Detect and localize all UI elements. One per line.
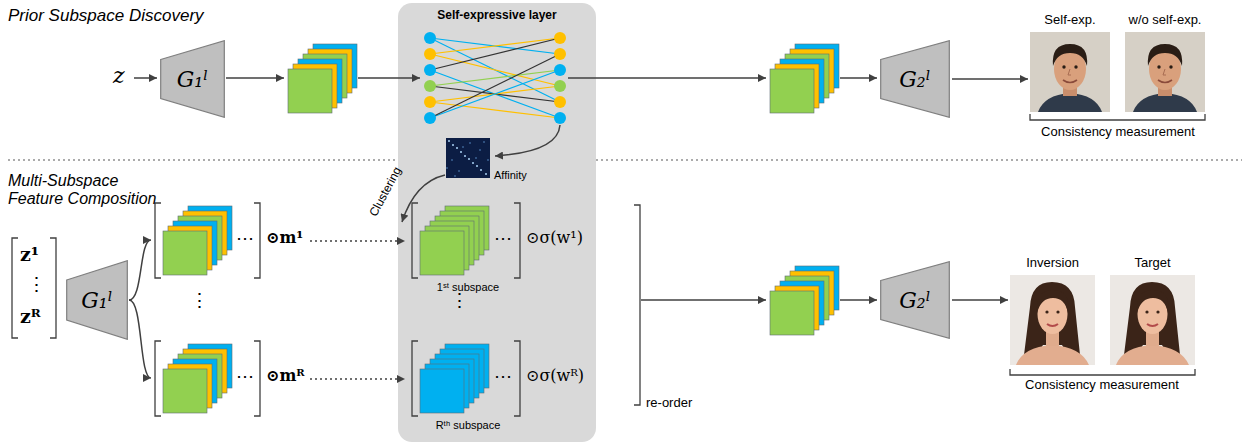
trapezoid-shape [881,262,950,339]
latent-symbol: z¹ [20,244,39,266]
feature-stack [163,206,232,275]
band-fill [398,3,596,442]
subspace-label: Rᵗʰ subspace [436,419,501,432]
generator-block: G₂ˡ [880,261,950,339]
image-caption: w/o self-exp. [1129,12,1202,27]
face-photo [1125,32,1205,112]
trapezoid-shape [881,41,950,118]
ellipsis: ⋯ [494,366,512,387]
subspace-stack [420,344,489,413]
network-neurons [424,32,566,124]
generator-name: G₁ˡ [81,288,113,313]
section-separator [8,159,1242,160]
ellipsis: ⋮ [450,290,469,312]
ellipsis: ⋯ [494,228,512,249]
affinity-matrix: Affinity [446,138,490,178]
flow-connector [952,299,1008,301]
generator-name: G₂ˡ [899,67,931,92]
trapezoid-shape [161,41,225,118]
affinity-dots [446,141,489,177]
face-image: Self-exp. [1030,32,1110,112]
generator-block: G₁ˡ [160,40,225,118]
face-photo [1010,275,1095,365]
face-image: Target [1110,275,1195,365]
generator-block: G₁ˡ [66,260,128,340]
network-links [430,38,560,118]
mask-symbol: ⊙m¹ [266,229,303,247]
metric-label: Consistency measurement [1025,378,1179,393]
face-image: w/o self-exp. [1125,32,1205,112]
flow-connector [952,78,1028,80]
flow-arrows [129,78,877,379]
generator-name: G₂ˡ [899,288,931,313]
section-title: Multi-Subspace Feature Composition [8,172,173,209]
latent-symbol: z [113,63,125,88]
matrix-caption: Affinity [494,169,527,181]
feature-stack [288,44,357,113]
face-photo [1110,275,1195,365]
affinity-dots [448,140,487,175]
affinity-fill [446,138,490,178]
feature-stack [770,266,839,335]
operation-label: re-order [646,396,692,411]
trapezoid-shape [67,261,128,340]
image-caption: Inversion [1026,255,1079,270]
ellipsis: ⋯ [236,228,254,249]
brackets [12,114,1205,416]
face-photo [1030,32,1110,112]
section-title: Prior Subspace Discovery [8,6,204,26]
generator-block: G₂ˡ [880,40,950,118]
feature-stack [163,344,232,413]
weight-symbol: ⊙σ(wᴿ) [526,367,584,385]
image-caption: Target [1134,255,1170,270]
feature-stack [770,44,839,113]
layer-title: Self-expressive layer [398,8,596,22]
mask-symbol: ⊙mᴿ [266,367,305,385]
ellipsis: ⋯ [236,366,254,387]
face-image: Inversion [1010,275,1095,365]
subspace-stack [420,206,489,275]
latent-symbol: zᴿ [20,306,41,328]
ellipsis: ⋮ [190,290,209,312]
generator-name: G₁ˡ [177,67,209,92]
weight-symbol: ⊙σ(w¹) [526,229,583,247]
ellipsis: ⋮ [27,274,46,296]
image-caption: Self-exp. [1044,12,1095,27]
metric-label: Consistency measurement [1041,125,1195,140]
